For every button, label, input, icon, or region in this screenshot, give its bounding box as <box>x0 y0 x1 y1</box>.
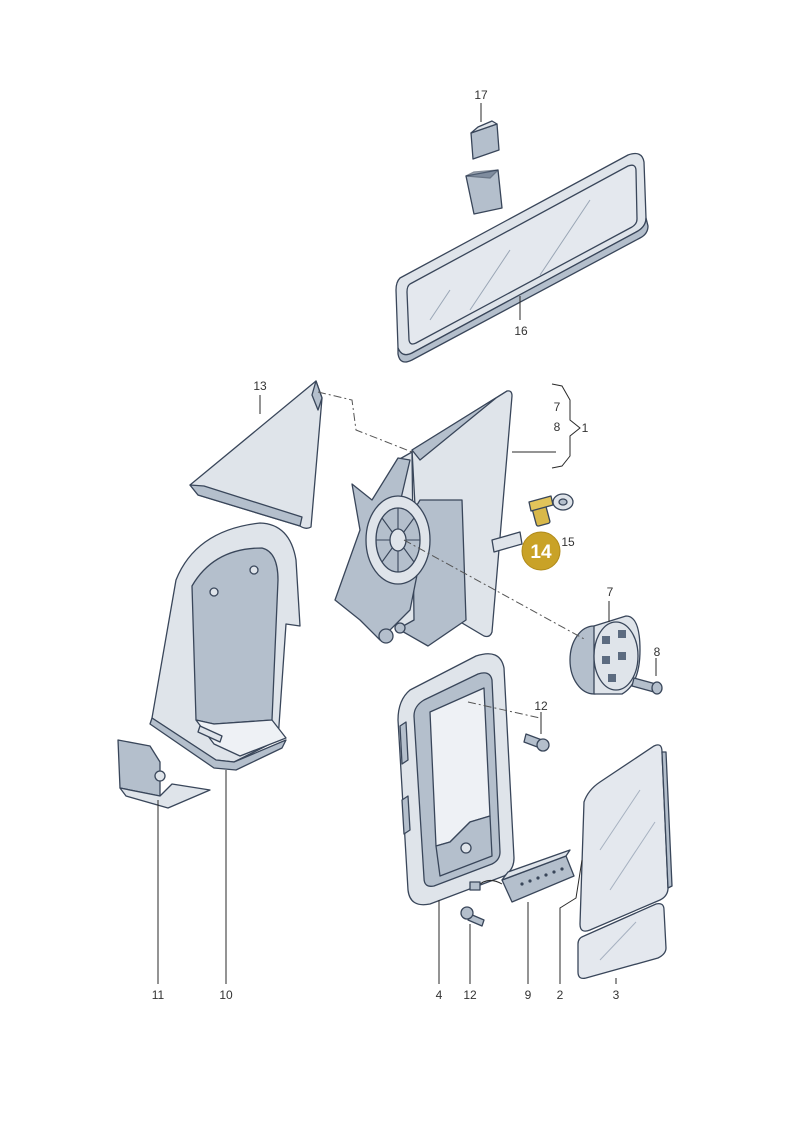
part-17-clip <box>470 120 500 160</box>
callout-12-lower: 12 <box>463 988 477 1002</box>
part-1-mirror-base <box>334 390 523 647</box>
callout-8-upper: 8 <box>554 420 561 434</box>
part-4-mirror-frame <box>397 653 515 906</box>
part-15-clip-nut <box>552 493 574 511</box>
highlight-badge[interactable] <box>521 531 561 571</box>
part-3-wide-angle-glass <box>577 902 667 980</box>
callout-16: 16 <box>514 324 528 338</box>
part-16-interior-mirror <box>395 152 649 363</box>
part-12-screw-lower <box>460 906 485 927</box>
callout-15: 15 <box>561 535 575 549</box>
callout-8-lower: 8 <box>654 645 661 659</box>
part-9-turn-signal <box>469 849 575 903</box>
part-8-screw <box>631 677 663 695</box>
leader-lines <box>157 103 657 984</box>
part-13-triangle-cover <box>189 380 323 529</box>
part-7-adjuster-motor <box>569 615 641 695</box>
callout-11: 11 <box>152 988 165 1002</box>
callout-13: 13 <box>253 379 267 393</box>
callout-3: 3 <box>613 988 620 1002</box>
callout-labels: 17 16 13 7 8 1 15 7 8 12 11 10 4 12 9 2 … <box>152 88 661 1002</box>
callout-14-highlight[interactable]: 14 <box>521 531 561 571</box>
callout-10: 10 <box>219 988 233 1002</box>
callout-7-lower: 7 <box>607 585 614 599</box>
callout-7-upper: 7 <box>554 400 561 414</box>
callout-4: 4 <box>436 988 443 1002</box>
callout-2: 2 <box>557 988 564 1002</box>
part-10-housing-cover <box>149 522 301 771</box>
part-11-lower-cover <box>117 739 211 809</box>
callout-9: 9 <box>525 988 532 1002</box>
callout-12-upper: 12 <box>534 699 548 713</box>
part-14-screw <box>528 495 554 527</box>
callout-1: 1 <box>582 421 589 435</box>
alignment-lines <box>317 391 587 719</box>
part-2-mirror-glass <box>579 744 673 932</box>
part-12-screw-upper <box>523 733 550 752</box>
callout-17: 17 <box>474 88 488 102</box>
callout-14: 14 <box>530 542 552 563</box>
